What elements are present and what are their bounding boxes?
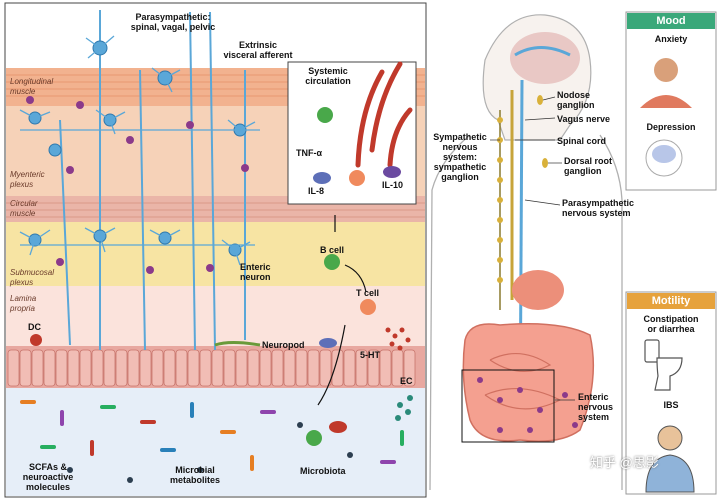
watermark: 知乎 @思影 [590, 455, 659, 470]
spinal-cord-label: Spinal cord [557, 136, 607, 146]
neuropod-cell [214, 341, 261, 347]
cytokine-orange [349, 170, 365, 186]
intestines [462, 323, 595, 442]
blood-vessels [355, 61, 413, 168]
stomach [512, 270, 564, 310]
t-cell-label: T cell [356, 288, 380, 298]
brainstem [514, 46, 571, 57]
leader-lines [490, 96, 575, 401]
brain [510, 32, 580, 84]
enteric-nodes [477, 377, 578, 433]
depression-label: Depression [646, 122, 696, 132]
anxiety-label: Anxiety [654, 34, 688, 44]
microbiota-label: Microbiota [300, 466, 346, 476]
dc-label: DC [28, 322, 41, 332]
arrow-to-microbiota [317, 324, 346, 406]
mood-header-bar [627, 13, 715, 29]
enteric-zoom-box [461, 369, 555, 443]
lumen [6, 388, 425, 496]
sympathetic-ganglia [497, 117, 503, 283]
neuropod-label: Neuropod [262, 340, 305, 350]
microbiota-particles [20, 400, 404, 483]
ibs-person-icon [645, 425, 695, 493]
submucosal-plexus-layer [6, 222, 425, 286]
nerve-fibers [59, 10, 246, 351]
t-cell [360, 299, 376, 315]
serotonin-granules [385, 327, 411, 351]
nodose-ganglion [537, 95, 543, 105]
motility-header: Motility [651, 295, 691, 307]
motility-header-bar [627, 293, 715, 309]
microbiota-green-cell [306, 430, 322, 446]
toilet-icon [644, 339, 683, 391]
tnf-label: TNF-α [296, 148, 323, 158]
cytokine-green [317, 107, 333, 123]
ibs-label: IBS [663, 400, 679, 410]
ec-granules [395, 395, 413, 421]
b-cell-label: B cell [320, 245, 345, 255]
serotonin-label: 5-HT [360, 350, 380, 360]
ec-label: EC [400, 376, 413, 386]
arrow-to-tcell [344, 264, 367, 293]
anxiety-person-body [640, 95, 692, 108]
mood-header: Mood [656, 15, 686, 27]
dorsal-root-ganglion [542, 158, 548, 168]
cytokine-blue [313, 172, 331, 184]
vagus-nerve-label: Vagus nerve [557, 114, 611, 124]
cytokine-purple [383, 166, 401, 178]
neuron-dendrites [19, 35, 260, 266]
il8-label: IL-8 [308, 186, 325, 196]
anxiety-person-head [654, 58, 678, 82]
depression-brain-icon [652, 145, 676, 163]
parasympathetic-label: Parasympathetic:spinal, vagal, pelvic [130, 12, 216, 32]
b-cell [324, 254, 340, 270]
dendritic-cell [30, 334, 42, 346]
il10-label: IL-10 [382, 180, 404, 190]
immune-molecule [319, 338, 337, 348]
glial-cells [26, 96, 249, 274]
microbiota-red-cell [329, 421, 347, 433]
